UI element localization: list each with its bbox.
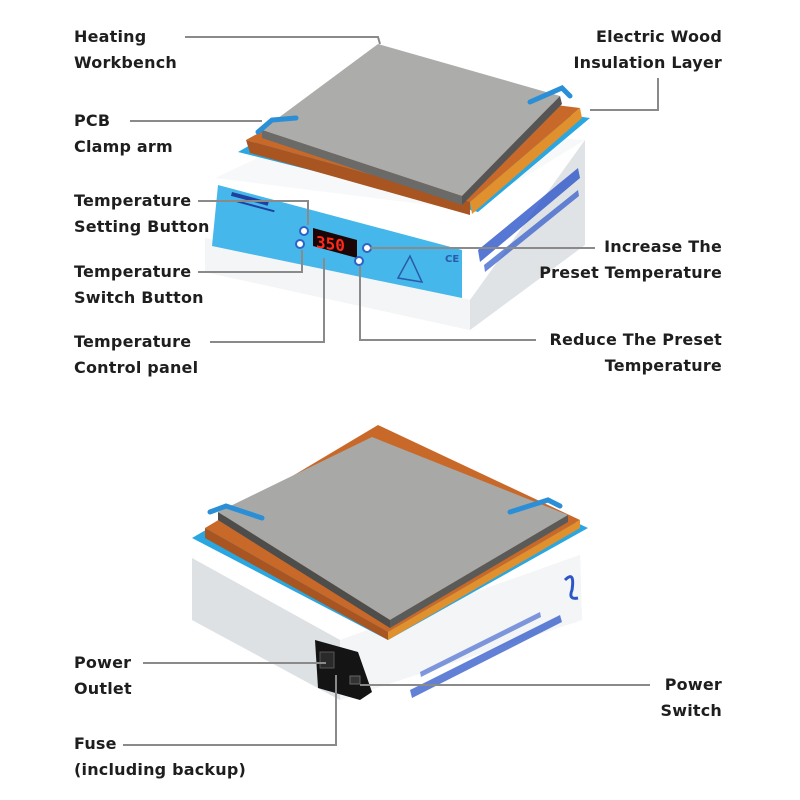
callout-line: Setting Button: [74, 217, 210, 236]
callout-line: Preset Temperature: [539, 263, 722, 282]
callout-line: Temperature: [604, 356, 722, 375]
temperature-switch-button[interactable]: [295, 239, 305, 249]
heating-workbench-plate: [262, 44, 560, 196]
callout-fuse: Fuse (including backup): [74, 731, 246, 783]
warning-icon: [396, 254, 424, 283]
power-outlet-socket[interactable]: [319, 651, 335, 669]
bottom-leader-lines: [123, 662, 650, 746]
callout-power-switch: Power Switch: [660, 672, 722, 724]
callout-line: (including backup): [74, 760, 247, 779]
callout-line: Heating: [74, 27, 147, 46]
pcb-clamp-arm-right: [527, 85, 573, 105]
callout-reduce-preset-temperature: Reduce The Preset Temperature: [549, 327, 722, 379]
callout-line: Workbench: [74, 53, 177, 72]
callout-heating-workbench: Heating Workbench: [74, 24, 177, 76]
callout-line: Power: [74, 653, 132, 672]
callout-line: Reduce The Preset: [549, 330, 722, 349]
pcb-clamp-arm-left: [255, 115, 299, 135]
brand-logo-icon: [563, 575, 579, 600]
clamp-arm-left: [207, 503, 265, 521]
callout-line: PCB: [74, 111, 111, 130]
callout-pcb-clamp-arm: PCB Clamp arm: [74, 108, 173, 160]
callout-line: Power: [664, 675, 722, 694]
callout-line: Temperature: [74, 262, 192, 281]
callout-line: Fuse: [74, 734, 117, 753]
callout-line: Insulation Layer: [573, 53, 722, 72]
top-leader-lines: [130, 36, 659, 343]
callout-line: Temperature: [74, 191, 192, 210]
callout-line: Switch: [660, 701, 722, 720]
callout-temperature-setting-button: Temperature Setting Button: [74, 188, 210, 240]
callout-electric-wood-insulation-layer: Electric Wood Insulation Layer: [574, 24, 723, 76]
callout-increase-preset-temperature: Increase The Preset Temperature: [539, 234, 722, 286]
led-display: [313, 228, 357, 258]
callout-line: Clamp arm: [74, 137, 173, 156]
top-hot-plate: 350 CE: [205, 44, 590, 330]
ce-mark-icon: CE: [445, 254, 459, 265]
increase-temperature-button[interactable]: [362, 243, 372, 253]
temperature-setting-button[interactable]: [299, 226, 309, 236]
callout-line: Switch Button: [74, 288, 204, 307]
bottom-hot-plate: [192, 425, 588, 700]
reduce-temperature-button[interactable]: [354, 256, 364, 266]
led-display-value: 350: [316, 232, 345, 255]
callout-temperature-switch-button: Temperature Switch Button: [74, 259, 204, 311]
callout-line: Outlet: [74, 679, 132, 698]
callout-temperature-control-panel: Temperature Control panel: [74, 329, 198, 381]
callout-line: Electric Wood: [596, 27, 722, 46]
callout-line: Temperature: [74, 332, 192, 351]
clamp-arm-right: [507, 497, 563, 515]
callout-line: Increase The: [604, 237, 722, 256]
power-switch-toggle[interactable]: [349, 675, 361, 685]
callout-power-outlet: Power Outlet: [74, 650, 132, 702]
callout-line: Control panel: [74, 358, 199, 377]
